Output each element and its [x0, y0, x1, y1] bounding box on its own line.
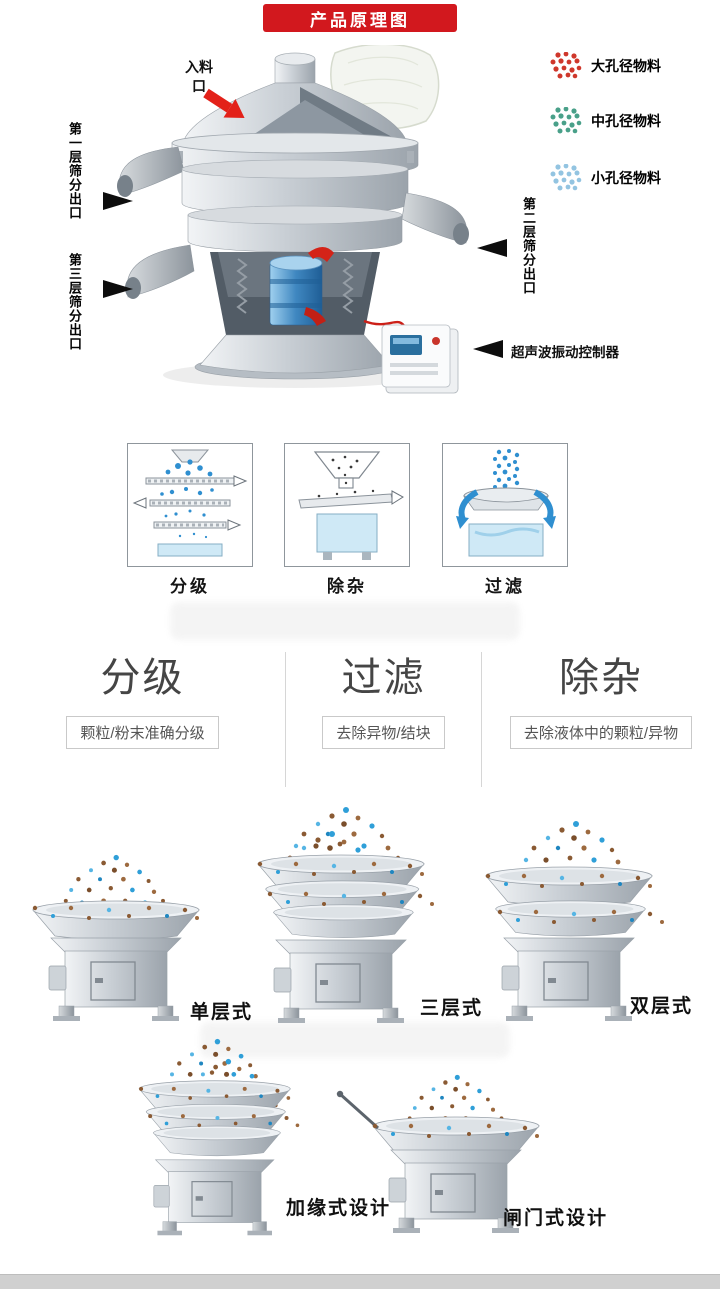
feature-desc: 颗粒/粉末准确分级 — [66, 716, 219, 749]
legend-dot-cluster-icon — [550, 107, 582, 134]
legend-label: 大孔径物料 — [591, 58, 661, 74]
banner-title: 产品原理图 — [310, 10, 410, 30]
footer-bar — [0, 1274, 720, 1289]
function-box-grading — [127, 443, 253, 567]
outlet-second-arrow-icon — [477, 239, 507, 257]
features-section: 分级 颗粒/粉末准确分级 过滤 去除异物/结块 除杂 去除液体中的颗粒/异物 — [0, 652, 720, 787]
feature-title: 过滤 — [341, 656, 426, 700]
legend-item-large: 大孔径物料 — [550, 52, 661, 80]
feature-title: 除杂 — [559, 656, 643, 700]
feature-column-grading: 分级 颗粒/粉末准确分级 — [0, 652, 285, 787]
impurity-removal-diagram — [298, 451, 404, 560]
legend-item-small: 小孔径物料 — [550, 164, 661, 192]
legend-label: 小孔径物料 — [591, 170, 661, 186]
variant-label-gate-design: 闸门式设计 — [503, 1208, 609, 1229]
banner-ribbon: 产品原理图 — [263, 4, 457, 32]
feed-arrow-icon — [203, 88, 245, 119]
gate-lever — [338, 1092, 380, 1130]
grading-diagram — [132, 449, 248, 557]
feature-column-impurity-removal: 除杂 去除液体中的颗粒/异物 — [481, 652, 720, 787]
legend-dot-cluster-icon — [550, 164, 582, 191]
legend-dot-cluster-icon — [550, 52, 582, 79]
feature-desc: 去除异物/结块 — [322, 716, 445, 749]
function-box-impurity-removal — [284, 443, 410, 567]
filtration-diagram — [456, 449, 556, 557]
variant-gate-design-illustration — [336, 1074, 540, 1234]
outlet-third-arrow-icon — [103, 280, 133, 298]
ultrasonic-controller-box — [381, 324, 459, 394]
feature-desc: 去除液体中的颗粒/异物 — [509, 716, 693, 749]
function-box-filtration — [442, 443, 568, 567]
watermark — [170, 602, 520, 640]
function-label-grading: 分级 — [170, 577, 210, 596]
feature-title: 分级 — [100, 656, 185, 700]
outlet-third-label: 第三层筛分出口 — [66, 253, 82, 351]
controller-arrow-icon — [473, 340, 503, 358]
machine-illustration — [117, 45, 469, 394]
legend-item-medium: 中孔径物料 — [550, 107, 661, 135]
function-label-impurity-removal: 除杂 — [327, 577, 367, 596]
variant-label-three-layer: 三层式 — [420, 998, 484, 1019]
feature-column-filtration: 过滤 去除异物/结块 — [285, 652, 481, 787]
outlet-second-label: 第二层筛分出口 — [520, 197, 536, 295]
watermark — [200, 1022, 510, 1058]
variant-label-edge-design: 加缘式设计 — [286, 1198, 392, 1219]
legend-label: 中孔径物料 — [591, 113, 661, 129]
variant-label-double-layer: 双层式 — [630, 996, 694, 1017]
outlet-first-label: 第一层筛分出口 — [66, 122, 82, 220]
variant-label-single-layer: 单层式 — [190, 1002, 254, 1023]
feed-inlet-label: 入料口 — [185, 59, 213, 94]
function-label-filtration: 过滤 — [485, 577, 525, 596]
outlet-first-arrow-icon — [103, 192, 133, 210]
controller-label: 超声波振动控制器 — [511, 345, 619, 360]
